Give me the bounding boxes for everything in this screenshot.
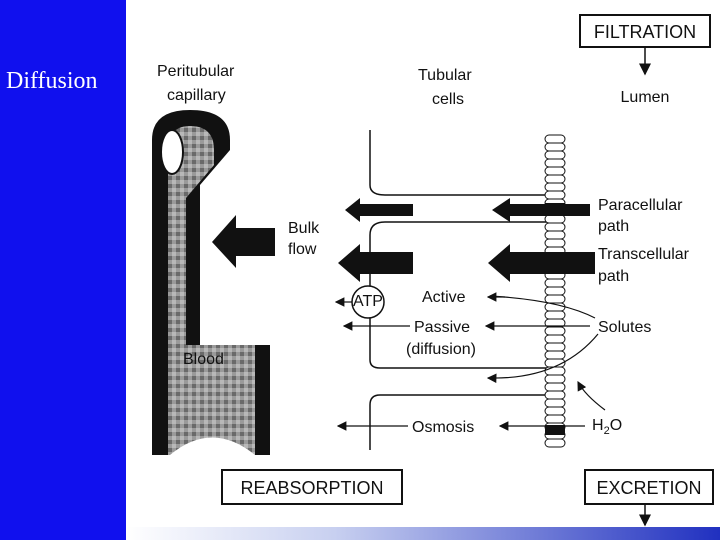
tubular-label-line2: cells bbox=[432, 91, 464, 108]
renal-diagram: FILTRATION Lumen Peritubular capillary T… bbox=[152, 14, 714, 527]
excretion-label: EXCRETION bbox=[596, 478, 701, 498]
solute-curve-active bbox=[489, 295, 596, 319]
reabsorption-label: REABSORPTION bbox=[240, 478, 383, 498]
filtration-label: FILTRATION bbox=[594, 22, 696, 42]
excretion-box: EXCRETION bbox=[584, 469, 714, 505]
bulk-label-line1: Bulk bbox=[288, 220, 320, 237]
active-label: Active bbox=[422, 289, 466, 306]
paracellular-label-line2: path bbox=[598, 218, 629, 235]
blood-label: Blood bbox=[183, 351, 224, 368]
solute-curve-paracellular bbox=[486, 333, 599, 384]
paracellular-arrow-left bbox=[345, 198, 413, 222]
sidebar-panel: Diffusion bbox=[0, 0, 126, 540]
diffusion-label: (diffusion) bbox=[406, 341, 476, 358]
transcellular-label-line1: Transcellular bbox=[598, 246, 690, 263]
brush-border bbox=[544, 134, 566, 448]
solutes-label: Solutes bbox=[598, 319, 651, 336]
transcellular-label-line2: path bbox=[598, 268, 629, 285]
slide-title: Diffusion bbox=[6, 68, 98, 94]
bulk-label-line2: flow bbox=[288, 241, 317, 258]
tubular-label-line1: Tubular bbox=[418, 67, 472, 84]
peritubular-label-line2: capillary bbox=[167, 87, 226, 104]
atp-label: ATP bbox=[353, 293, 383, 310]
bottom-gradient-bar bbox=[126, 527, 720, 540]
bulk-flow-arrow bbox=[212, 215, 275, 268]
paracellular-arrow-right bbox=[492, 198, 590, 222]
transcellular-arrow-right bbox=[488, 244, 595, 282]
transcellular-arrow-left bbox=[338, 244, 413, 282]
peritubular-capillary bbox=[152, 110, 270, 455]
lumen-label: Lumen bbox=[621, 89, 670, 106]
paracellular-label-line1: Paracellular bbox=[598, 197, 683, 214]
reabsorption-box: REABSORPTION bbox=[221, 469, 403, 505]
water-curve-arrow bbox=[577, 380, 606, 411]
peritubular-label-line1: Peritubular bbox=[157, 63, 235, 80]
tight-junction-bottom bbox=[545, 425, 565, 435]
osmosis-label: Osmosis bbox=[412, 419, 474, 436]
passive-label: Passive bbox=[414, 319, 470, 336]
filtration-box: FILTRATION bbox=[579, 14, 711, 48]
h2o-label: H2O bbox=[592, 417, 622, 437]
